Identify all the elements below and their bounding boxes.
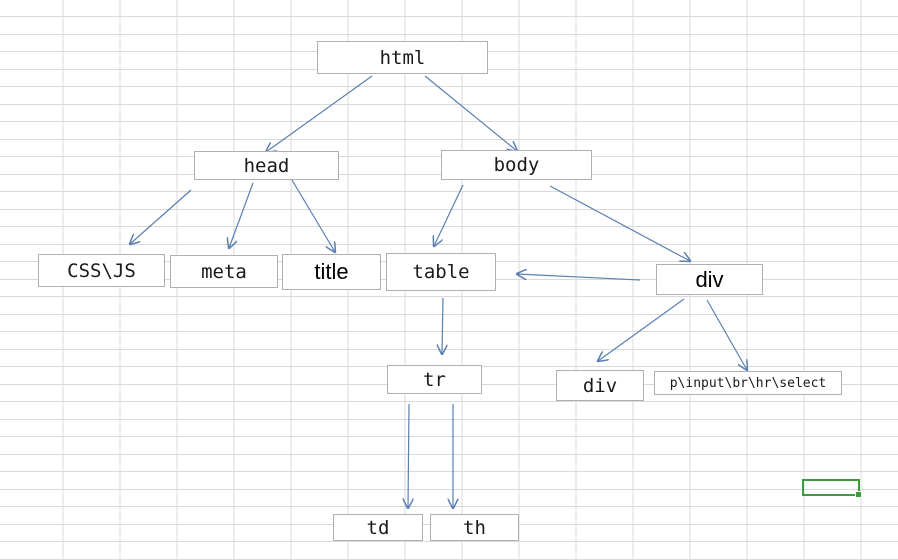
edge-div-table <box>517 274 641 281</box>
edge-tr-td <box>408 403 409 508</box>
edge-head-title <box>291 179 335 252</box>
node-title: title <box>282 254 381 290</box>
node-meta: meta <box>170 255 278 288</box>
node-div-child: div <box>556 370 644 401</box>
edge-div-p <box>706 299 747 370</box>
node-tr: tr <box>387 365 482 394</box>
node-table: table <box>386 253 496 291</box>
node-td: td <box>333 514 423 541</box>
node-div-top: div <box>656 264 763 295</box>
edge-table-tr <box>442 297 443 354</box>
node-html: html <box>317 41 488 74</box>
node-p-input: p\input\br\hr\select <box>654 371 842 395</box>
edge-body-table <box>434 184 464 246</box>
node-css-js: CSS\JS <box>38 254 165 287</box>
node-body: body <box>441 150 592 180</box>
edge-html-body <box>424 75 517 151</box>
edge-html-head <box>266 75 373 152</box>
edge-body-div <box>549 185 690 261</box>
node-head: head <box>194 151 339 180</box>
edge-head-meta <box>229 182 254 248</box>
edge-head-css <box>130 189 192 244</box>
selected-cell[interactable] <box>802 479 862 498</box>
node-th: th <box>430 514 519 541</box>
edge-div-div <box>598 298 685 361</box>
